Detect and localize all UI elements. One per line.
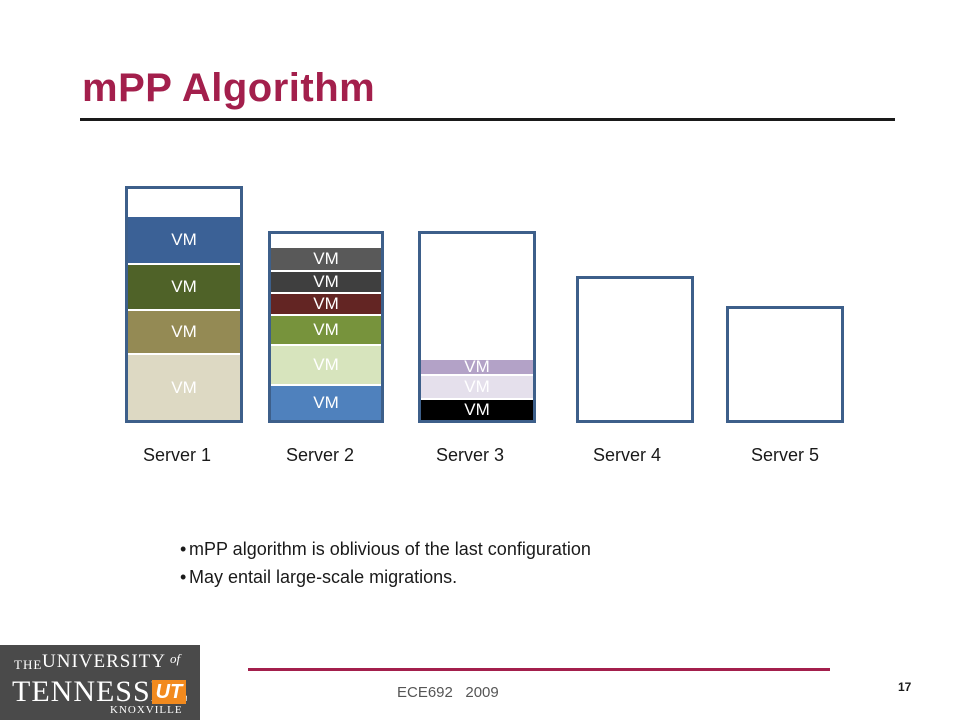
footer-divider — [248, 668, 830, 671]
logo-the-text: THE — [14, 657, 43, 672]
server-2-vm-6: VM — [271, 386, 381, 420]
server-5-label: Server 5 — [750, 445, 820, 465]
logo-of-text: of — [170, 651, 181, 666]
bullet-text-1: mPP algorithm is oblivious of the last c… — [189, 539, 591, 559]
server-2-vm-3: VM — [271, 294, 381, 314]
server-1-label: Server 1 — [142, 445, 212, 465]
logo-ut-mark: UT — [152, 680, 186, 704]
server-3-vm-3: VM — [421, 400, 533, 420]
server-3-vm-2: VM — [421, 376, 533, 398]
bullet-list: •mPP algorithm is oblivious of the last … — [180, 535, 591, 591]
university-logo: THE UNIVERSITY of TENNESSEE UT KNOXVILLE — [0, 645, 200, 720]
server-4-box — [576, 276, 694, 423]
server-3-vm-1: VM — [421, 357, 533, 376]
server-1-vm-2: VM — [128, 265, 240, 309]
server-5-box — [726, 306, 844, 423]
server-1-vm-1: VM — [128, 217, 240, 263]
server-1-box: VM VM VM VM — [125, 186, 243, 423]
logo-knoxville-text: KNOXVILLE — [110, 704, 183, 716]
footer-course: ECE692 2009 — [397, 684, 499, 701]
bullet-text-2: May entail large-scale migrations. — [189, 567, 458, 587]
server-2-vm-2: VM — [271, 272, 381, 292]
server-4-label: Server 4 — [592, 445, 662, 465]
logo-university-text: UNIVERSITY — [42, 651, 166, 672]
server-1-vm-3: VM — [128, 311, 240, 353]
server-2-vm-1: VM — [271, 248, 381, 270]
bullet-item: •mPP algorithm is oblivious of the last … — [180, 535, 591, 563]
server-2-label: Server 2 — [285, 445, 355, 465]
server-3-label: Server 3 — [435, 445, 505, 465]
server-2-vm-4: VM — [271, 316, 381, 344]
server-1-vm-4: VM — [128, 355, 240, 420]
title-underline — [80, 118, 895, 121]
server-2-vm-5: VM — [271, 346, 381, 384]
slide-title: mPP Algorithm — [82, 66, 376, 110]
page-number: 17 — [898, 680, 912, 694]
bullet-item: •May entail large-scale migrations. — [180, 563, 591, 591]
server-2-box: VM VM VM VM VM VM — [268, 231, 384, 423]
server-3-box: VM VM VM — [418, 231, 536, 423]
